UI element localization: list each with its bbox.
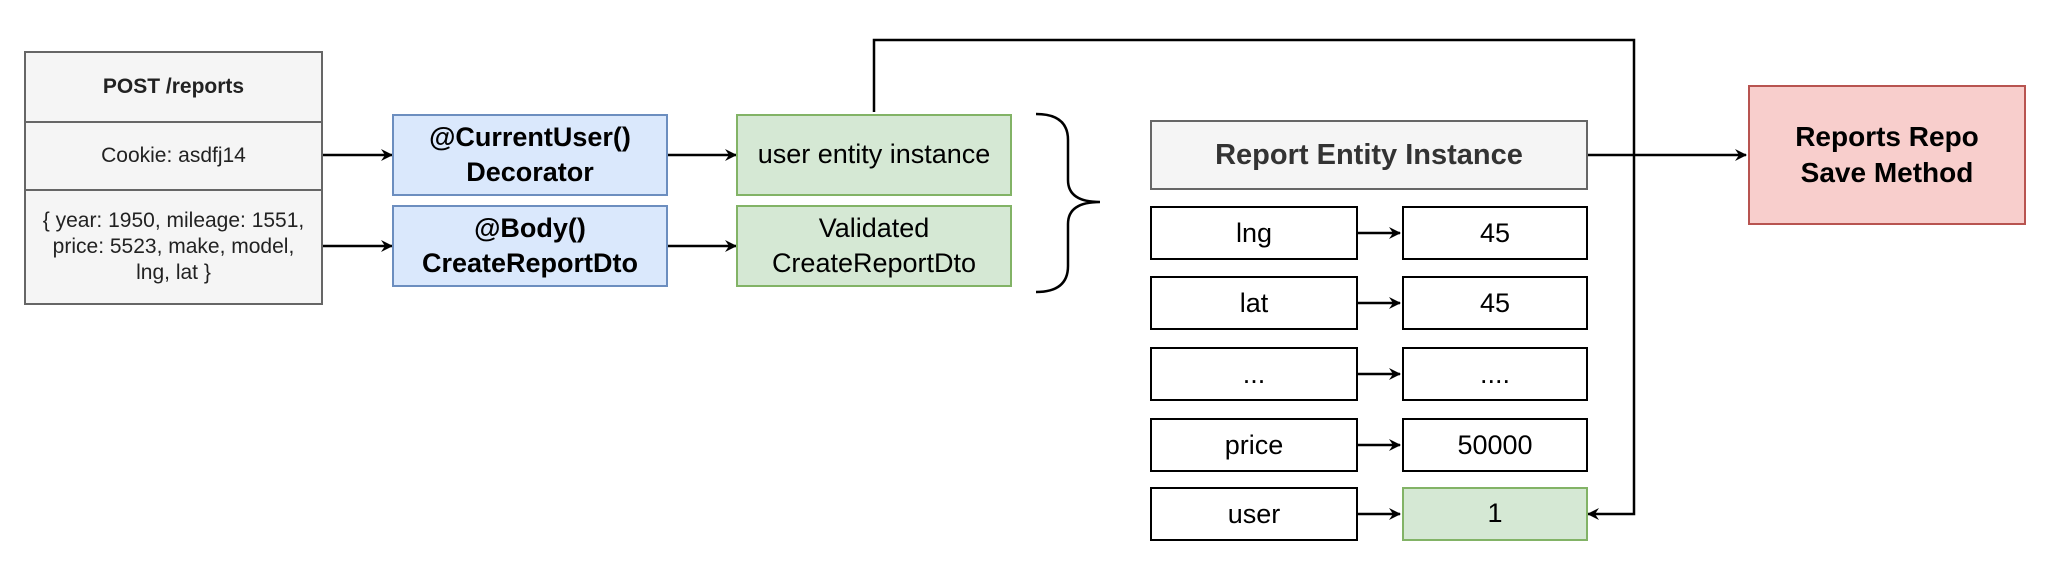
entity-row-value-label: 1	[1487, 498, 1503, 529]
request-body: { year: 1950, mileage: 1551, price: 5523…	[42, 208, 305, 285]
validated-dto-label: Validated CreateReportDto	[771, 212, 977, 278]
report-entity-title: Report Entity Instance	[1215, 138, 1523, 171]
entity-row-key: user	[1150, 487, 1358, 541]
arrow-userentity-to-user-value	[872, 38, 1636, 520]
entity-row-key: price	[1150, 418, 1358, 472]
body-dto-decorator: @Body() CreateReportDto	[392, 205, 668, 287]
current-user-decorator-label: @CurrentUser() Decorator	[429, 121, 631, 187]
entity-row-value-label: ....	[1479, 358, 1510, 389]
validated-dto: Validated CreateReportDto	[736, 205, 1012, 287]
request-cookie: Cookie: asdfj14	[101, 143, 246, 167]
current-user-decorator: @CurrentUser() Decorator	[392, 114, 668, 196]
entity-row-value-label: 50000	[1457, 429, 1533, 460]
entity-row-key-label: ...	[1242, 358, 1266, 389]
reports-repo-label: Reports Repo Save Method	[1795, 120, 1979, 188]
user-entity-instance-label: user entity instance	[757, 139, 991, 170]
entity-row-key: ...	[1150, 347, 1358, 401]
entity-row-value: 45	[1402, 206, 1588, 260]
entity-row-key-label: lng	[1235, 217, 1273, 248]
reports-repo-save-method: Reports Repo Save Method	[1748, 85, 2026, 225]
entity-row-value-user: 1	[1402, 487, 1588, 541]
entity-row-value-label: 45	[1479, 217, 1511, 248]
user-entity-instance: user entity instance	[736, 114, 1012, 196]
entity-row-value: ....	[1402, 347, 1588, 401]
entity-row-value: 50000	[1402, 418, 1588, 472]
curly-brace	[1035, 112, 1101, 294]
request-title-box: POST /reports	[24, 51, 323, 123]
entity-row-key-label: user	[1227, 498, 1281, 529]
body-dto-decorator-label: @Body() CreateReportDto	[421, 212, 639, 278]
request-body-box: { year: 1950, mileage: 1551, price: 5523…	[24, 189, 323, 305]
entity-row-key: lat	[1150, 276, 1358, 330]
request-title: POST /reports	[102, 74, 245, 98]
request-cookie-box: Cookie: asdfj14	[24, 121, 323, 191]
entity-row-key: lng	[1150, 206, 1358, 260]
entity-row-value: 45	[1402, 276, 1588, 330]
entity-row-value-label: 45	[1479, 287, 1511, 318]
entity-row-key-label: lat	[1239, 287, 1269, 318]
report-entity-header: Report Entity Instance	[1150, 120, 1588, 190]
entity-row-key-label: price	[1224, 429, 1284, 460]
